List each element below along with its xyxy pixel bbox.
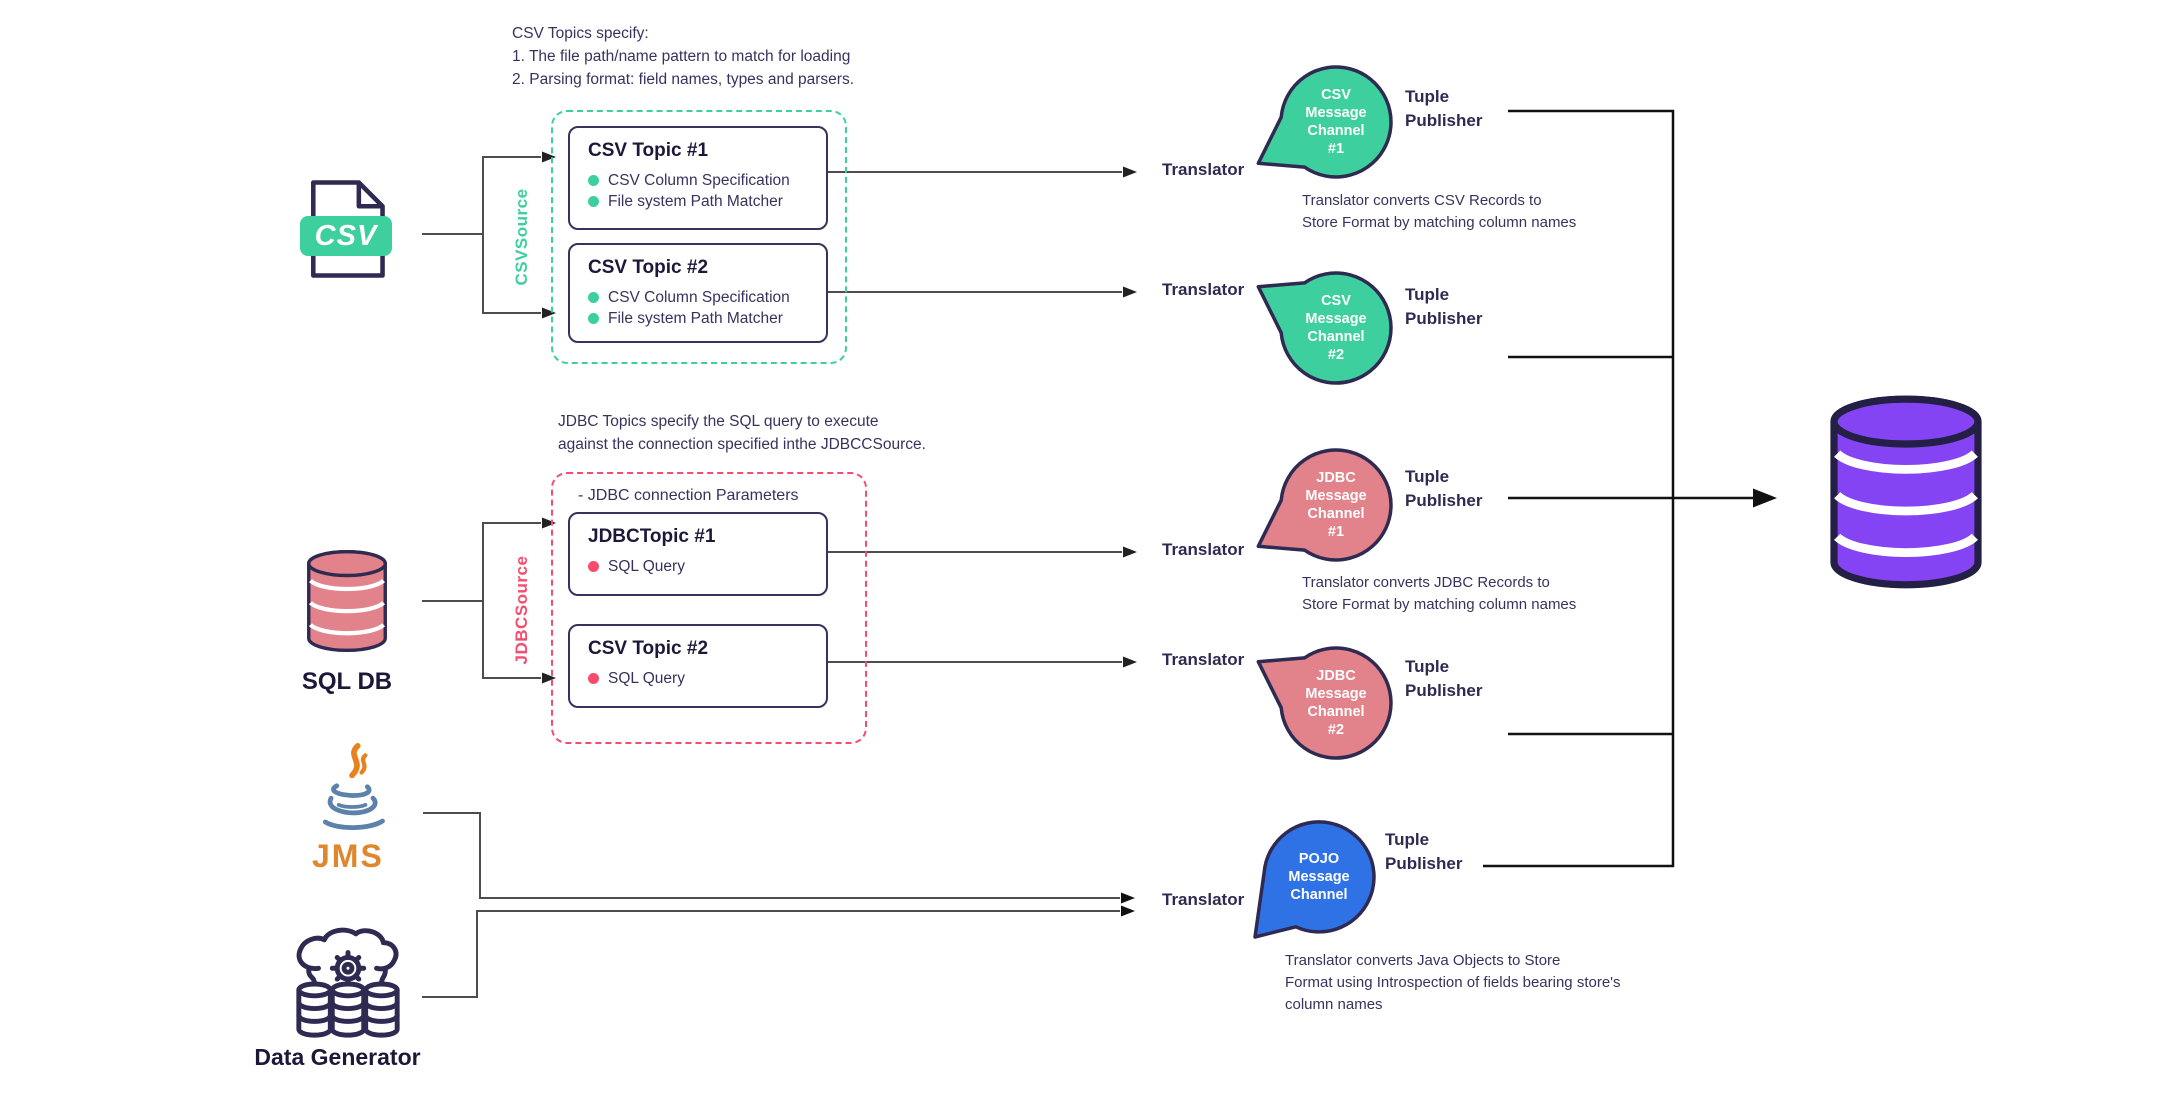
jdbc-spec-line: against the connection specified inthe J… xyxy=(558,436,926,453)
pojo-message-channel-bubble: POJO Message Channel xyxy=(1227,785,1411,969)
arrowhead xyxy=(1123,166,1137,178)
bullet-dot-icon xyxy=(588,292,599,303)
csv-topic-1-box: CSV Topic #1 CSV Column Specification Fi… xyxy=(568,126,828,230)
tuple-publisher-label-5: Tuple Publisher xyxy=(1385,830,1463,873)
bullet-dot-icon xyxy=(588,175,599,186)
tuple-publisher-label-3: Tuple Publisher xyxy=(1405,467,1483,510)
jdbc-translator-note: Translator converts JDBC Records to Stor… xyxy=(1302,574,1577,613)
arrowhead xyxy=(1121,892,1135,904)
csv-source-group-box xyxy=(551,110,847,364)
bullet-dot-icon xyxy=(588,673,599,684)
speech-bubble-icon xyxy=(1256,65,1393,179)
topic-bullet: CSV Column Specification xyxy=(608,289,790,306)
pojo-translator-note: Translator converts Java Objects to Stor… xyxy=(1285,952,1621,1013)
arrowhead xyxy=(542,672,556,684)
speech-bubble-icon xyxy=(1256,448,1393,562)
topic-bullet: File system Path Matcher xyxy=(608,310,783,327)
translator-label-4: Translator xyxy=(1162,650,1245,669)
tuple-publisher-label-4: Tuple Publisher xyxy=(1405,657,1483,700)
topic-bullet: SQL Query xyxy=(608,558,685,575)
jms-out-line xyxy=(423,812,1120,899)
topic-bullet: CSV Column Specification xyxy=(608,172,790,189)
translator-label-3: Translator xyxy=(1162,540,1245,559)
csv-message-channel-2-bubble: CSV Message Channel #2 xyxy=(1244,236,1428,420)
bullet-dot-icon xyxy=(588,561,599,572)
jdbc-topic-1-box: JDBCTopic #1 SQL Query xyxy=(568,512,828,596)
jdbc-message-channel-2-bubble: JDBC Message Channel #2 xyxy=(1244,611,1428,795)
arrowhead xyxy=(542,151,556,163)
speech-bubble-icon xyxy=(1253,820,1376,939)
topic-title: JDBCTopic #1 xyxy=(588,526,716,547)
csv-translator-note: Translator converts CSV Records to Store… xyxy=(1302,192,1577,231)
csv-source-label: CSVSource xyxy=(512,188,531,286)
datagen-out-line xyxy=(422,910,1120,998)
topic-title: CSV Topic #2 xyxy=(588,638,709,659)
speech-bubble-icon xyxy=(1256,271,1393,385)
csv-spec-line: CSV Topics specify: xyxy=(512,25,649,42)
sql-db-icon xyxy=(307,550,387,652)
topic-title: CSV Topic #2 xyxy=(588,257,709,278)
csv-spec-line: 1. The file path/name pattern to match f… xyxy=(512,48,851,65)
java-logo-icon xyxy=(323,742,385,830)
jdbc-bracket-line xyxy=(422,522,541,679)
topic-bullet: File system Path Matcher xyxy=(608,193,783,210)
arrowhead xyxy=(1121,905,1135,917)
jdbc-spec-line: JDBC Topics specify the SQL query to exe… xyxy=(558,413,879,430)
bubble-text: CSV Message Channel #1 xyxy=(1305,87,1367,157)
bubble-text: POJO Message Channel xyxy=(1288,851,1350,903)
arrowhead xyxy=(1123,546,1137,558)
jdbc-source-group-box xyxy=(551,472,867,744)
translator-label-2: Translator xyxy=(1162,280,1245,299)
jdbc-source-label: JDBCSource xyxy=(512,555,531,665)
arrowhead xyxy=(542,307,556,319)
csv-bracket-line xyxy=(422,156,541,314)
topic-title: CSV Topic #1 xyxy=(588,140,709,161)
store-database-icon xyxy=(1830,395,1982,589)
jdbc-message-channel-1-bubble: JDBC Message Channel #1 xyxy=(1244,413,1428,597)
topic-bullet: SQL Query xyxy=(608,670,685,687)
csv-badge-label: CSV xyxy=(314,219,378,252)
bubble-text: CSV Message Channel #2 xyxy=(1305,293,1367,363)
data-generator-icon xyxy=(296,927,400,1038)
data-generator-label: Data Generator xyxy=(254,1044,421,1070)
sql-db-label: SQL DB xyxy=(301,668,393,695)
bullet-dot-icon xyxy=(588,313,599,324)
tuple-publisher-label-2: Tuple Publisher xyxy=(1405,285,1483,328)
jdbc-spec-note: JDBC Topics specify the SQL query to exe… xyxy=(558,410,926,456)
arrowhead xyxy=(542,517,556,529)
csv-topic-2-box: CSV Topic #2 CSV Column Specification Fi… xyxy=(568,243,828,343)
publisher-bus-line xyxy=(1483,109,1675,868)
arrowhead xyxy=(1123,656,1137,668)
jdbc-param-note: - JDBC connection Parameters xyxy=(578,487,799,504)
bubble-text: JDBC Message Channel #1 xyxy=(1305,470,1367,540)
csv-file-badge: CSV xyxy=(300,216,392,256)
jdbc-topic-2-box: CSV Topic #2 SQL Query xyxy=(568,624,828,708)
store-arrowhead xyxy=(1753,488,1777,508)
csv-message-channel-1-bubble: CSV Message Channel #1 xyxy=(1244,30,1428,214)
tuple-publisher-label-1: Tuple Publisher xyxy=(1405,87,1483,130)
jms-label: JMS xyxy=(312,838,384,874)
bubble-text: JDBC Message Channel #2 xyxy=(1305,668,1367,738)
translator-label-1: Translator xyxy=(1162,160,1245,179)
arrowhead xyxy=(1123,286,1137,298)
bullet-dot-icon xyxy=(588,196,599,207)
speech-bubble-icon xyxy=(1256,646,1393,760)
csv-spec-line: 2. Parsing format: field names, types an… xyxy=(512,71,855,88)
translator-label-5: Translator xyxy=(1162,890,1245,909)
csv-spec-note: CSV Topics specify: 1. The file path/nam… xyxy=(512,22,854,91)
